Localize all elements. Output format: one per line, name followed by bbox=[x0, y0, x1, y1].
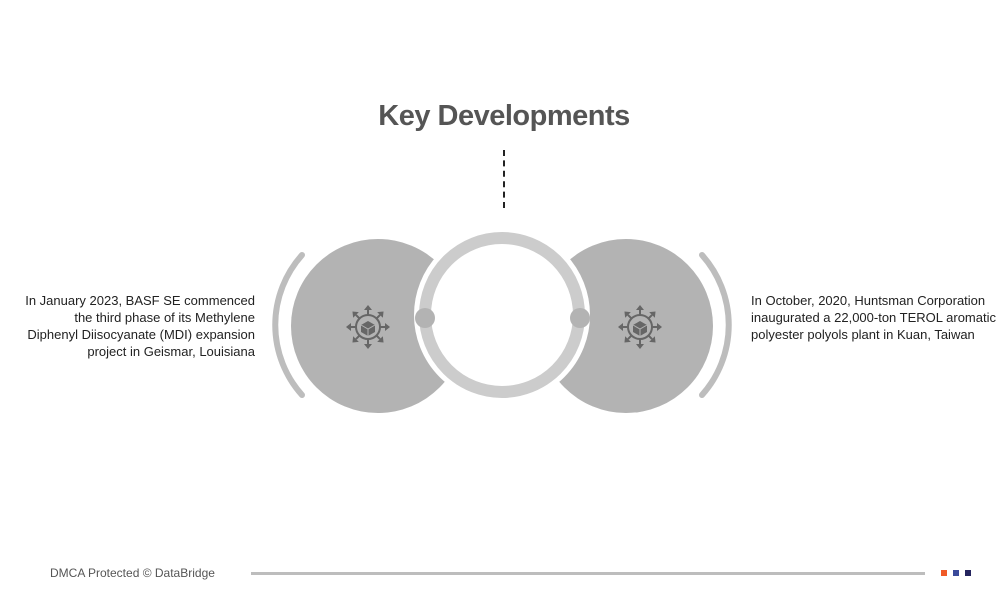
development-text-right: In October, 2020, Huntsman Corporation i… bbox=[751, 293, 996, 342]
right-arc bbox=[699, 252, 732, 398]
page-title: Key Developments bbox=[378, 100, 630, 132]
right-connector-dot bbox=[570, 308, 590, 328]
footer-divider bbox=[251, 572, 925, 575]
left-arc bbox=[272, 252, 305, 398]
brand-square-navy bbox=[965, 570, 971, 576]
brand-square-blue bbox=[953, 570, 959, 576]
footer-copyright: DMCA Protected © DataBridge bbox=[50, 566, 215, 580]
dashed-connector bbox=[503, 150, 505, 208]
left-connector-dot bbox=[415, 308, 435, 328]
development-text-left: In January 2023, BASF SE commenced the t… bbox=[25, 293, 255, 359]
brand-square-orange bbox=[941, 570, 947, 576]
